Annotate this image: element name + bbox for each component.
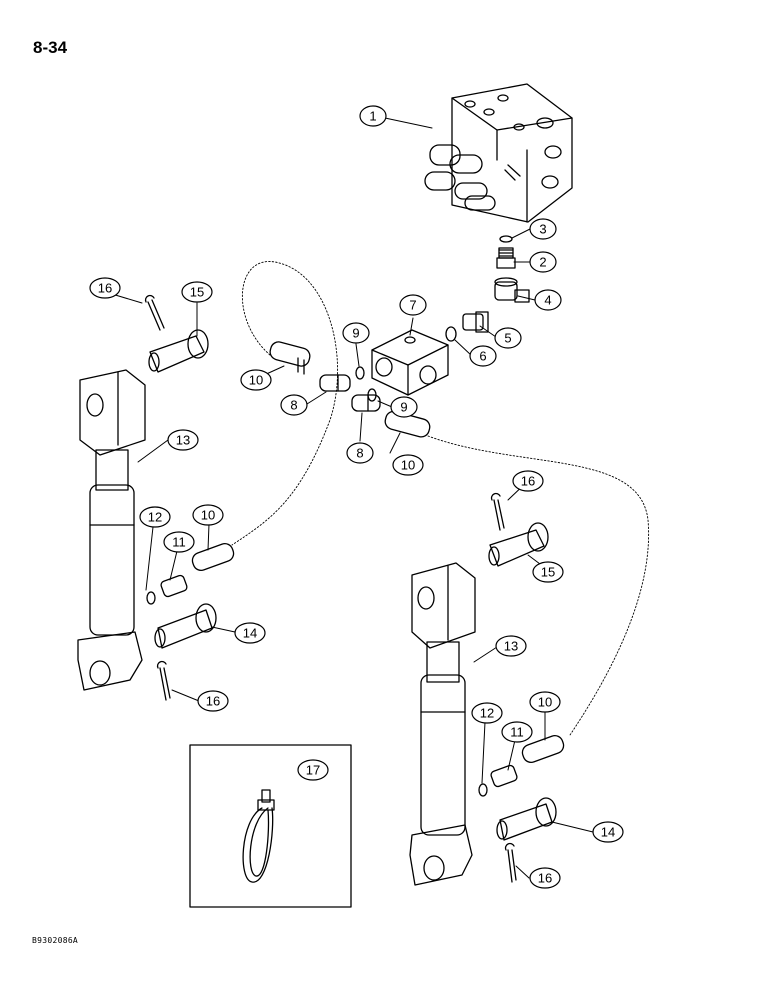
hose-end-10a — [269, 341, 311, 375]
tee-block-7 — [371, 329, 449, 396]
hydraulic-cylinder-left — [77, 369, 146, 691]
svg-text:6: 6 — [479, 349, 486, 364]
svg-text:3: 3 — [539, 222, 546, 237]
o-ring-12b — [478, 783, 488, 797]
svg-text:8: 8 — [290, 398, 297, 413]
svg-text:12: 12 — [148, 510, 162, 525]
svg-text:16: 16 — [206, 694, 220, 709]
callout-5: 5 — [494, 327, 522, 349]
svg-text:10: 10 — [249, 373, 263, 388]
callout-9a: 9 — [342, 322, 370, 344]
callout-8b: 8 — [346, 442, 374, 464]
o-ring-6 — [445, 326, 457, 342]
callout-14b: 14 — [592, 821, 624, 843]
fitting-11a — [160, 574, 188, 598]
cotter-pin-16b — [156, 660, 171, 701]
svg-text:16: 16 — [521, 474, 535, 489]
elbow-8b — [351, 394, 381, 412]
callout-7: 7 — [399, 294, 427, 316]
pin-15b — [488, 522, 549, 567]
callout-11a: 11 — [163, 531, 195, 553]
leader-lines — [111, 117, 594, 879]
svg-text:13: 13 — [176, 433, 190, 448]
callout-14a: 14 — [234, 622, 266, 644]
svg-text:10: 10 — [401, 458, 415, 473]
callout-11b: 11 — [501, 721, 533, 743]
svg-text:14: 14 — [243, 626, 257, 641]
drawing-code: B9302086A — [32, 936, 79, 945]
hose-end-10d — [521, 734, 565, 764]
svg-text:11: 11 — [172, 535, 186, 550]
adapter-5 — [462, 311, 489, 333]
callout-3: 3 — [529, 218, 557, 240]
callout-9b: 9 — [390, 396, 418, 418]
callout-16b: 16 — [197, 690, 229, 712]
svg-text:12: 12 — [480, 706, 494, 721]
cotter-pin-16d — [504, 842, 517, 883]
callout-1: 1 — [359, 105, 387, 127]
callout-12a: 12 — [139, 506, 171, 528]
hose-right — [427, 435, 650, 736]
svg-text:11: 11 — [510, 725, 524, 740]
elbow-8a — [319, 374, 351, 392]
hydraulic-cylinder-right — [409, 562, 476, 886]
svg-text:5: 5 — [504, 331, 511, 346]
svg-text:16: 16 — [98, 281, 112, 296]
callout-10c: 10 — [192, 504, 224, 526]
hose-clamp-17 — [242, 789, 275, 883]
callouts: 1 2 3 4 5 6 7 8 8 9 9 10 10 10 10 11 11 … — [89, 105, 624, 889]
svg-text:15: 15 — [541, 565, 555, 580]
callout-12b: 12 — [471, 702, 503, 724]
svg-text:13: 13 — [504, 639, 518, 654]
o-ring-12a — [146, 591, 156, 605]
svg-text:10: 10 — [201, 508, 215, 523]
svg-text:2: 2 — [539, 255, 546, 270]
svg-text:7: 7 — [409, 298, 416, 313]
fitting-11b — [490, 764, 518, 788]
cotter-pin-16a — [144, 294, 165, 331]
svg-text:17: 17 — [306, 763, 320, 778]
svg-text:15: 15 — [190, 285, 204, 300]
callout-6: 6 — [469, 345, 497, 367]
svg-text:10: 10 — [538, 695, 552, 710]
svg-text:9: 9 — [400, 400, 407, 415]
fitting-2 — [496, 247, 516, 269]
cotter-pin-16c — [490, 492, 505, 531]
callout-15a: 15 — [181, 281, 213, 303]
svg-text:4: 4 — [544, 293, 551, 308]
pin-14b — [496, 797, 557, 841]
callout-10b: 10 — [392, 454, 424, 476]
o-ring-9a — [355, 366, 365, 380]
callout-16d: 16 — [529, 867, 561, 889]
callout-13a: 13 — [167, 429, 199, 451]
callout-10a: 10 — [240, 369, 272, 391]
svg-text:14: 14 — [601, 825, 615, 840]
inset-box — [189, 744, 352, 908]
hose-left — [231, 261, 339, 546]
svg-text:9: 9 — [352, 326, 359, 341]
control-valve-block — [424, 83, 573, 223]
hose-end-10c — [191, 542, 235, 572]
callout-2: 2 — [529, 251, 557, 273]
page-number: 8-34 — [33, 38, 68, 57]
svg-text:1: 1 — [369, 109, 376, 124]
svg-text:8: 8 — [356, 446, 363, 461]
elbow-fitting-4 — [494, 277, 530, 303]
callout-10d: 10 — [529, 691, 561, 713]
pin-14a — [154, 603, 217, 649]
callout-8a: 8 — [280, 394, 308, 416]
pin-15a — [148, 329, 209, 373]
callout-17: 17 — [297, 759, 329, 781]
callout-13b: 13 — [495, 635, 527, 657]
callout-4: 4 — [534, 289, 562, 311]
o-ring-3 — [499, 235, 513, 243]
svg-text:16: 16 — [538, 871, 552, 886]
callout-16c: 16 — [512, 470, 544, 492]
callout-16a: 16 — [89, 277, 121, 299]
callout-15b: 15 — [532, 561, 564, 583]
